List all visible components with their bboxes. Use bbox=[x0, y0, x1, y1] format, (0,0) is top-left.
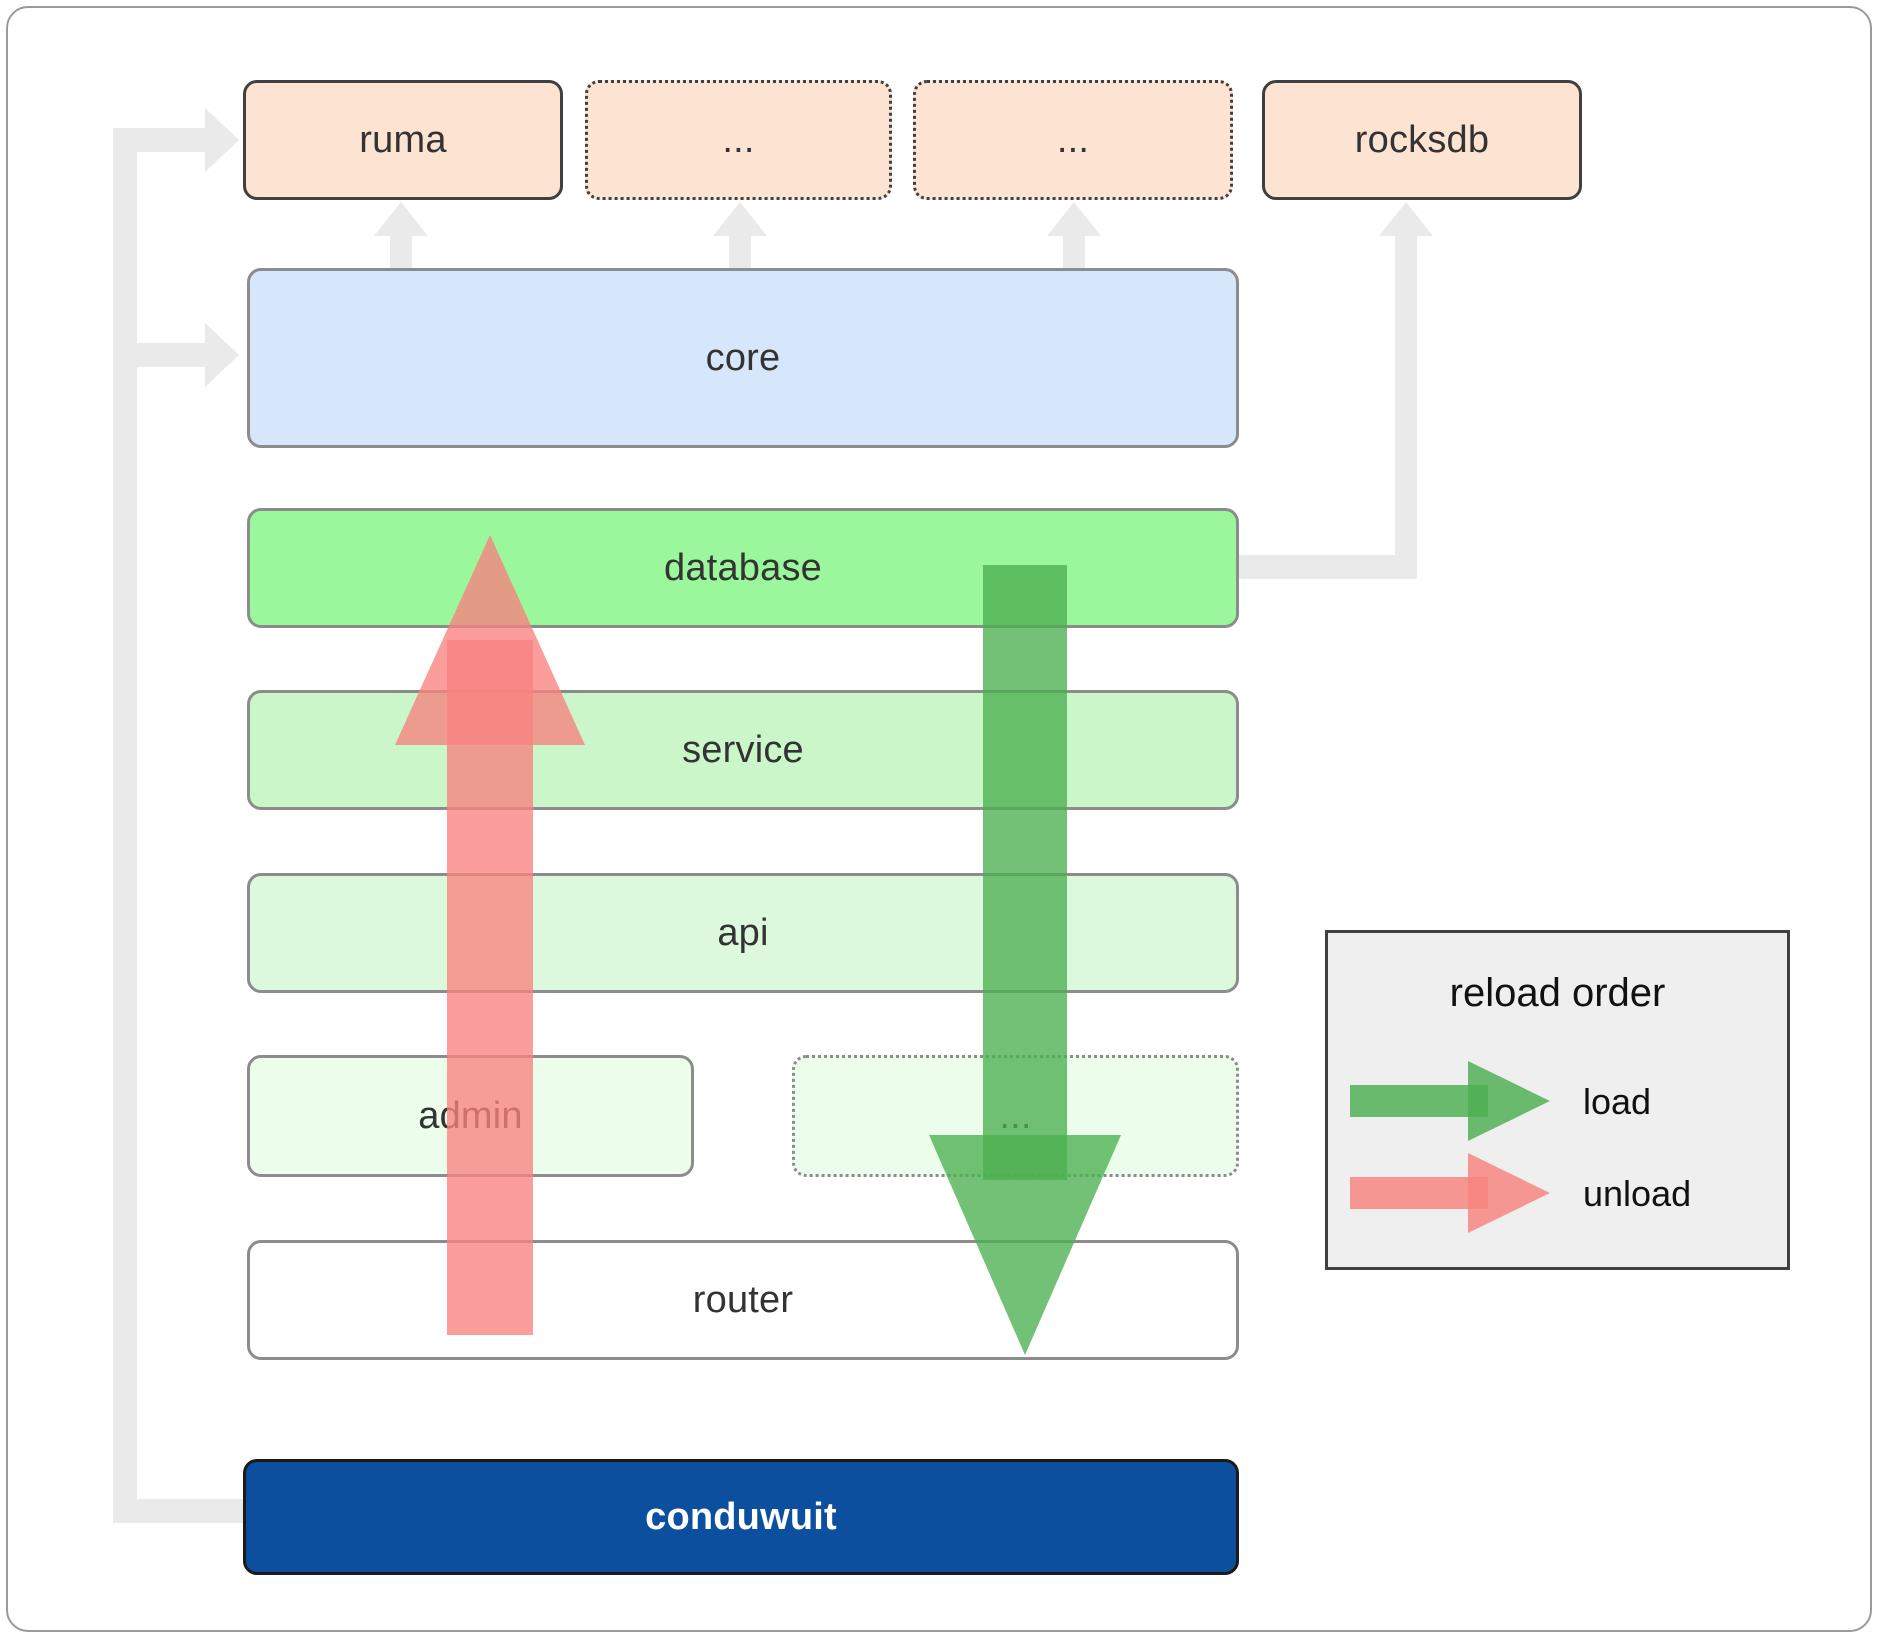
connector-database-to-rocksdb-horizontal bbox=[1232, 555, 1417, 579]
node-api[interactable]: api bbox=[247, 873, 1239, 993]
node-conduwuit[interactable]: conduwuit bbox=[243, 1459, 1239, 1575]
connector-trunk-to-conduwuit bbox=[113, 1499, 243, 1523]
node-core-label: core bbox=[705, 336, 781, 379]
node-api-label: api bbox=[717, 911, 769, 954]
node-ruma[interactable]: ruma bbox=[243, 80, 563, 200]
connector-core-to-dep2-stem bbox=[1063, 225, 1085, 280]
connector-core-to-dep1-stem bbox=[729, 225, 751, 280]
legend-unload-label: unload bbox=[1583, 1173, 1692, 1214]
node-dependency-more-1-label: ... bbox=[722, 118, 755, 161]
legend-panel: reload order load unload bbox=[1325, 930, 1790, 1270]
node-conduwuit-label: conduwuit bbox=[645, 1495, 837, 1538]
node-dependency-more-2[interactable]: ... bbox=[913, 80, 1233, 200]
node-more-services-label: ... bbox=[999, 1094, 1032, 1137]
node-router[interactable]: router bbox=[247, 1240, 1239, 1360]
node-service[interactable]: service bbox=[247, 690, 1239, 810]
connector-trunk-vertical bbox=[113, 128, 137, 1523]
node-admin[interactable]: admin bbox=[247, 1055, 694, 1177]
node-admin-label: admin bbox=[418, 1094, 523, 1137]
node-router-label: router bbox=[692, 1278, 794, 1321]
connector-arrowhead-core bbox=[205, 323, 239, 387]
node-more-services[interactable]: ... bbox=[792, 1055, 1239, 1177]
node-dependency-more-2-label: ... bbox=[1056, 118, 1090, 161]
connector-arrowhead-ruma bbox=[205, 108, 239, 172]
legend-load-label: load bbox=[1583, 1081, 1652, 1122]
node-ruma-label: ruma bbox=[359, 118, 447, 161]
connector-branch-to-ruma bbox=[113, 128, 223, 152]
connector-core-to-ruma-head bbox=[374, 202, 428, 236]
node-database[interactable]: database bbox=[247, 508, 1239, 628]
connector-database-to-rocksdb-head bbox=[1379, 202, 1433, 236]
node-service-label: service bbox=[682, 728, 804, 771]
legend-load-arrow bbox=[1350, 1061, 1550, 1141]
diagram-frame bbox=[6, 6, 1872, 1632]
connector-core-to-dep1-head bbox=[713, 202, 767, 236]
legend-title: reload order bbox=[1449, 971, 1666, 1015]
node-core[interactable]: core bbox=[247, 268, 1239, 448]
connector-core-to-ruma-stem bbox=[390, 225, 412, 280]
connector-core-to-dep2-head bbox=[1047, 202, 1101, 236]
node-dependency-more-1[interactable]: ... bbox=[585, 80, 892, 200]
node-rocksdb[interactable]: rocksdb bbox=[1262, 80, 1582, 200]
node-database-label: database bbox=[664, 546, 822, 589]
connector-database-to-rocksdb-vertical bbox=[1395, 225, 1417, 565]
node-rocksdb-label: rocksdb bbox=[1354, 118, 1490, 161]
connector-branch-to-core bbox=[113, 343, 223, 367]
legend-unload-arrow bbox=[1350, 1153, 1550, 1233]
